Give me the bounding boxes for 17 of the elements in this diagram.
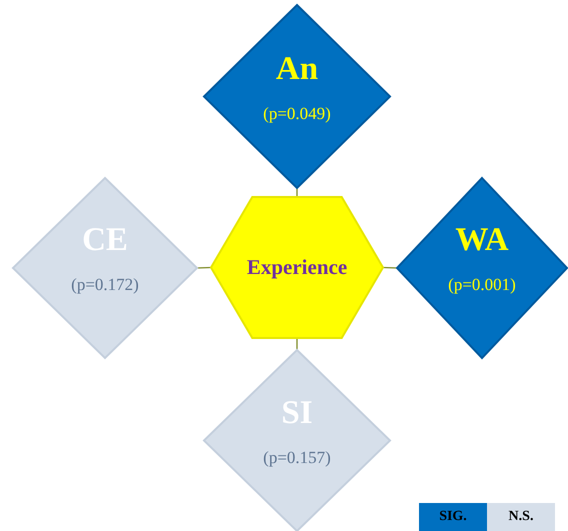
legend-item: SIG. (419, 503, 487, 531)
node-title: An (274, 50, 320, 88)
p-value: (p=0.049) (262, 104, 332, 124)
node-title: Experience (246, 254, 348, 280)
diamond-node (204, 5, 390, 188)
connector-line (382, 266, 398, 269)
diamond-node (397, 178, 567, 358)
diamond-node (204, 350, 390, 531)
p-value: (p=0.001) (447, 275, 517, 295)
p-value: (p=0.172) (70, 275, 140, 295)
legend-item: N.S. (487, 503, 555, 531)
diamond-node (13, 178, 197, 358)
hexagon-node (211, 197, 383, 338)
node-title: WA (454, 222, 510, 259)
p-value: (p=0.157) (262, 448, 332, 468)
connector-line (296, 338, 298, 350)
connector-line (196, 266, 212, 269)
